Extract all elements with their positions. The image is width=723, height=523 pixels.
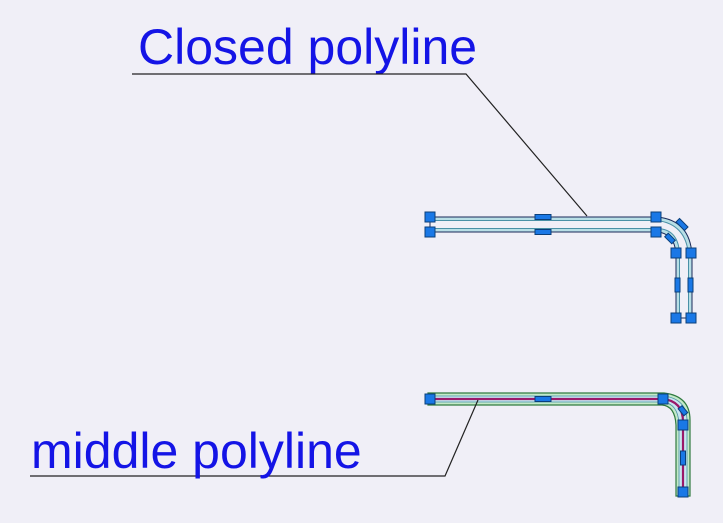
grip-vertex[interactable] xyxy=(650,211,662,223)
leader-line-top xyxy=(132,73,588,217)
middle-polyline[interactable] xyxy=(424,392,691,498)
grip-vertex[interactable] xyxy=(424,393,436,405)
grip-vertex[interactable] xyxy=(670,247,682,259)
grip-vertex[interactable] xyxy=(424,226,436,238)
grip-arc-midpoint[interactable] xyxy=(663,232,677,245)
grip-vertex[interactable] xyxy=(677,419,689,431)
grip-vertex[interactable] xyxy=(670,312,682,324)
grip-midpoint[interactable] xyxy=(674,277,681,293)
label-closed-polyline: Closed polyline xyxy=(138,19,477,75)
label-middle-polyline: middle polyline xyxy=(31,423,362,479)
grip-midpoint[interactable] xyxy=(534,396,552,402)
middle-polyline-inner xyxy=(427,395,688,497)
grip-vertex[interactable] xyxy=(685,247,697,259)
grip-arc-midpoint[interactable] xyxy=(677,404,689,417)
grip-arc-midpoint[interactable] xyxy=(675,217,689,232)
middle-polyline-band xyxy=(427,392,691,497)
closed-polyline[interactable] xyxy=(424,211,697,324)
middle-polyline-centerline xyxy=(430,397,685,493)
grip-vertex[interactable] xyxy=(650,226,662,238)
grip-vertex[interactable] xyxy=(685,312,697,324)
grip-midpoint[interactable] xyxy=(687,277,694,293)
grip-vertex[interactable] xyxy=(677,486,689,498)
grip-vertex[interactable] xyxy=(424,211,436,223)
leader-line-bottom xyxy=(30,399,479,477)
grip-midpoint[interactable] xyxy=(680,450,686,466)
grip-vertex[interactable] xyxy=(657,393,669,405)
grip-midpoint[interactable] xyxy=(534,214,552,220)
closed-polyline-gap xyxy=(429,220,689,319)
grip-midpoint[interactable] xyxy=(534,229,552,235)
